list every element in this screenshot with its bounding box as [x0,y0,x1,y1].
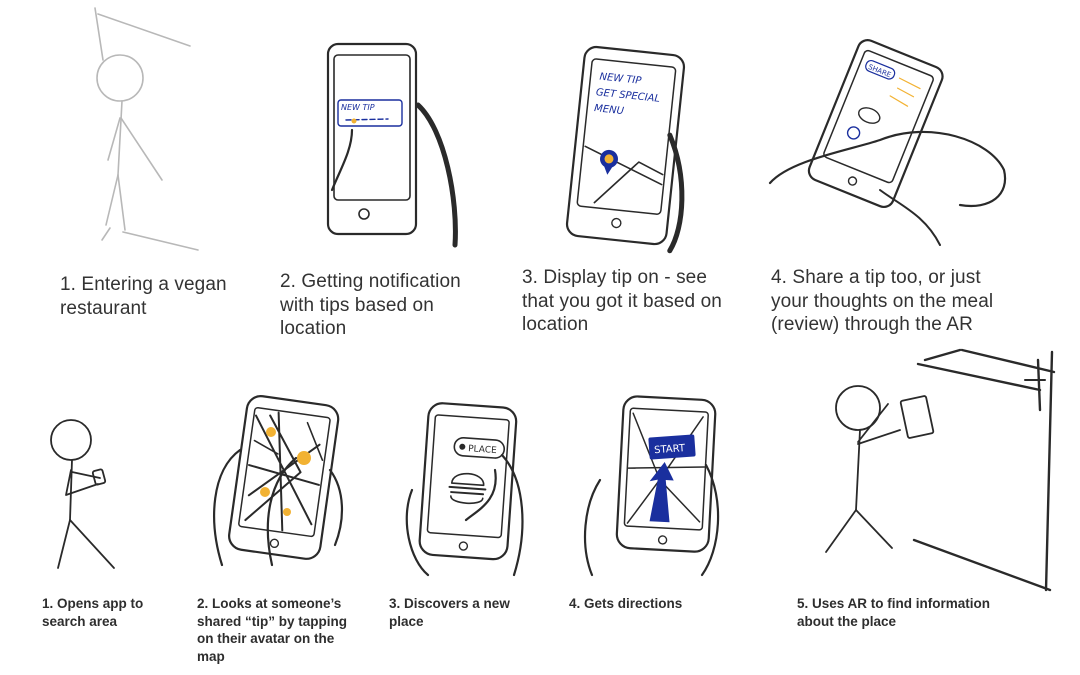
svg-text:GET SPECIAL: GET SPECIAL [595,87,660,105]
caption-bottom-3: 3. Discovers a new place [389,596,510,629]
caption-top-1: 1. Entering a vegan restaurant [60,274,227,319]
caption-bottom-5: 5. Uses AR to find information about the… [797,596,991,629]
svg-text:NEW TIP: NEW TIP [341,103,375,112]
stick-figure-ar [825,348,1056,592]
phone-directions: START [583,395,720,577]
caption-bottom-2: 2. Looks at someone’s shared “tip” by ta… [197,596,348,664]
phone-map-avatars [213,395,343,567]
caption-top-2: 2. Getting notification with tips based … [280,271,461,339]
phone-tip-display: NEW TIP GET SPECIAL MENU [565,45,686,254]
svg-text:SHARE: SHARE [867,63,892,79]
stick-figure-phone [50,419,115,569]
phone-notification: NEW TIP [326,42,458,248]
svg-text:NEW TIP: NEW TIP [599,71,643,86]
phone-share-ar: SHARE [768,39,1007,246]
svg-text:PLACE: PLACE [468,444,498,456]
caption-bottom-4: 4. Gets directions [569,596,683,611]
stick-figure-entering [94,7,199,251]
phone-place-burger: PLACE [405,402,524,577]
svg-text:MENU: MENU [594,103,625,117]
caption-bottom-1: 1. Opens app to search area [42,596,144,629]
caption-top-4: 4. Share a tip too, or just your thought… [771,267,994,335]
caption-top-3: 3. Display tip on - see that you got it … [522,267,722,335]
svg-text:START: START [654,443,686,456]
